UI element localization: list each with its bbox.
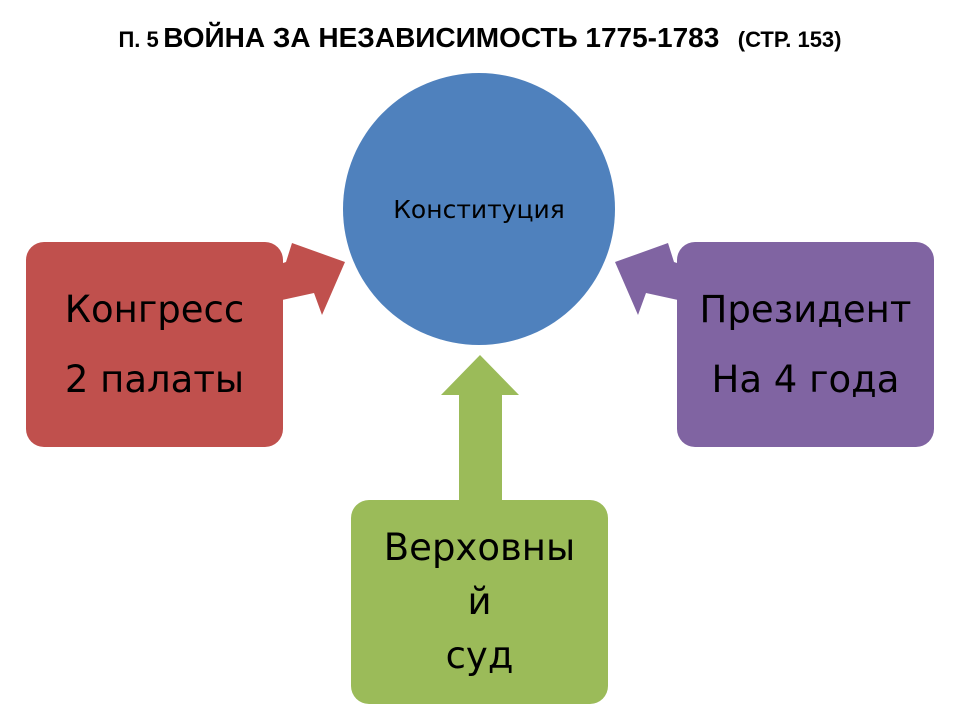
title-page-ref: (СТР. 153) xyxy=(737,27,842,52)
congress-title: Конгресс xyxy=(64,287,245,331)
president-detail: На 4 года xyxy=(711,357,900,401)
president-title: Президент xyxy=(699,287,912,331)
supreme-court-box: Верховны й суд xyxy=(351,500,608,704)
constitution-node: Конституция xyxy=(343,73,615,345)
court-line-1: Верховны xyxy=(383,526,576,569)
constitution-label: Конституция xyxy=(393,194,565,224)
title-prefix: П. 5 xyxy=(118,27,159,52)
arrow-court-to-constitution xyxy=(441,355,519,502)
title-main: ВОЙНА ЗА НЕЗАВИСИМОСТЬ 1775-1783 xyxy=(163,22,720,53)
court-line-3: суд xyxy=(445,634,514,677)
congress-box: Конгресс 2 палаты xyxy=(26,242,283,447)
president-box: Президент На 4 года xyxy=(677,242,934,447)
court-line-2: й xyxy=(467,580,492,623)
congress-detail: 2 палаты xyxy=(64,357,245,401)
slide-title: П. 5 ВОЙНА ЗА НЕЗАВИСИМОСТЬ 1775-1783 (С… xyxy=(0,22,960,54)
